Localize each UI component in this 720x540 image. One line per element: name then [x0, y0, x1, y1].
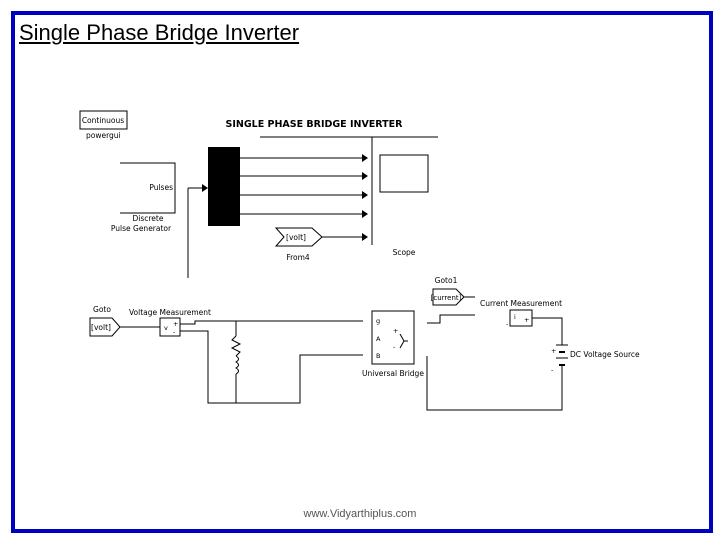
- slide-footer: www.Vidyarthiplus.com: [303, 508, 417, 520]
- mux-output-wires: [240, 136, 438, 245]
- from-volt-label: [volt]: [286, 233, 306, 242]
- voltage-measurement-block[interactable]: v + -: [159, 317, 181, 337]
- powergui-caption: powergui: [86, 131, 121, 140]
- slide-frame: [11, 11, 713, 533]
- universal-bridge-caption: Universal Bridge: [362, 369, 424, 378]
- scope-caption: Scope: [393, 248, 416, 257]
- voltage-measurement-leads: [180, 320, 236, 404]
- goto-volt-label: [volt]: [91, 323, 111, 332]
- pulse-arrow: [202, 184, 208, 192]
- bridge-port-plus: +: [393, 327, 398, 335]
- current-measurement-port-i: i: [514, 313, 516, 321]
- goto-volt-block[interactable]: [volt]: [89, 317, 121, 337]
- current-measurement-block[interactable]: i + -: [506, 309, 533, 328]
- bridge-port-a: A: [376, 335, 381, 343]
- goto-current-label: [current]: [431, 294, 462, 302]
- bridge-port-b: B: [376, 352, 380, 360]
- goto-volt-caption: Goto: [93, 305, 111, 314]
- from-volt-block[interactable]: [volt]: [274, 227, 323, 247]
- scope-input-arrows: [362, 154, 368, 241]
- current-measurement-port-minus: -: [506, 320, 509, 328]
- dc-source-block[interactable]: + -: [551, 344, 568, 378]
- powergui-label: Continuous: [82, 116, 124, 125]
- scope-block[interactable]: [379, 154, 429, 193]
- voltage-measurement-caption: Voltage Measurement: [129, 308, 211, 317]
- voltage-measurement-port-minus: -: [173, 328, 176, 336]
- dc-source-caption: DC Voltage Source: [570, 350, 640, 359]
- diagram-title: SINGLE PHASE BRIDGE INVERTER: [226, 119, 404, 130]
- pulse-generator-block[interactable]: Pulses: [120, 162, 176, 214]
- load-rl[interactable]: [230, 321, 242, 403]
- bridge-port-g: g: [376, 317, 380, 325]
- slide-title: Single Phase Bridge Inverter: [19, 20, 300, 45]
- bridge-wiring: [236, 314, 563, 411]
- pulse-generator-caption-1: Discrete: [133, 214, 164, 223]
- from-volt-caption: From4: [286, 253, 310, 262]
- mux-block[interactable]: [208, 147, 240, 226]
- current-measurement-caption: Current Measurement: [480, 299, 562, 308]
- goto-current-block[interactable]: [current]: [431, 288, 465, 306]
- voltage-measurement-port-v: v: [164, 324, 168, 332]
- dc-source-port-minus: -: [551, 366, 554, 374]
- pulse-generator-caption-2: Pulse Generator: [111, 224, 172, 233]
- voltage-measurement-port-plus: +: [173, 320, 178, 328]
- universal-bridge-block[interactable]: g A B + -: [371, 310, 415, 365]
- current-measurement-port-plus: +: [524, 316, 529, 324]
- goto-current-caption: Goto1: [435, 276, 458, 285]
- pulse-generator-port: Pulses: [149, 183, 173, 192]
- dc-source-port-plus: +: [551, 347, 556, 355]
- powergui-block[interactable]: Continuous: [79, 110, 128, 130]
- bridge-port-minus: -: [393, 343, 396, 351]
